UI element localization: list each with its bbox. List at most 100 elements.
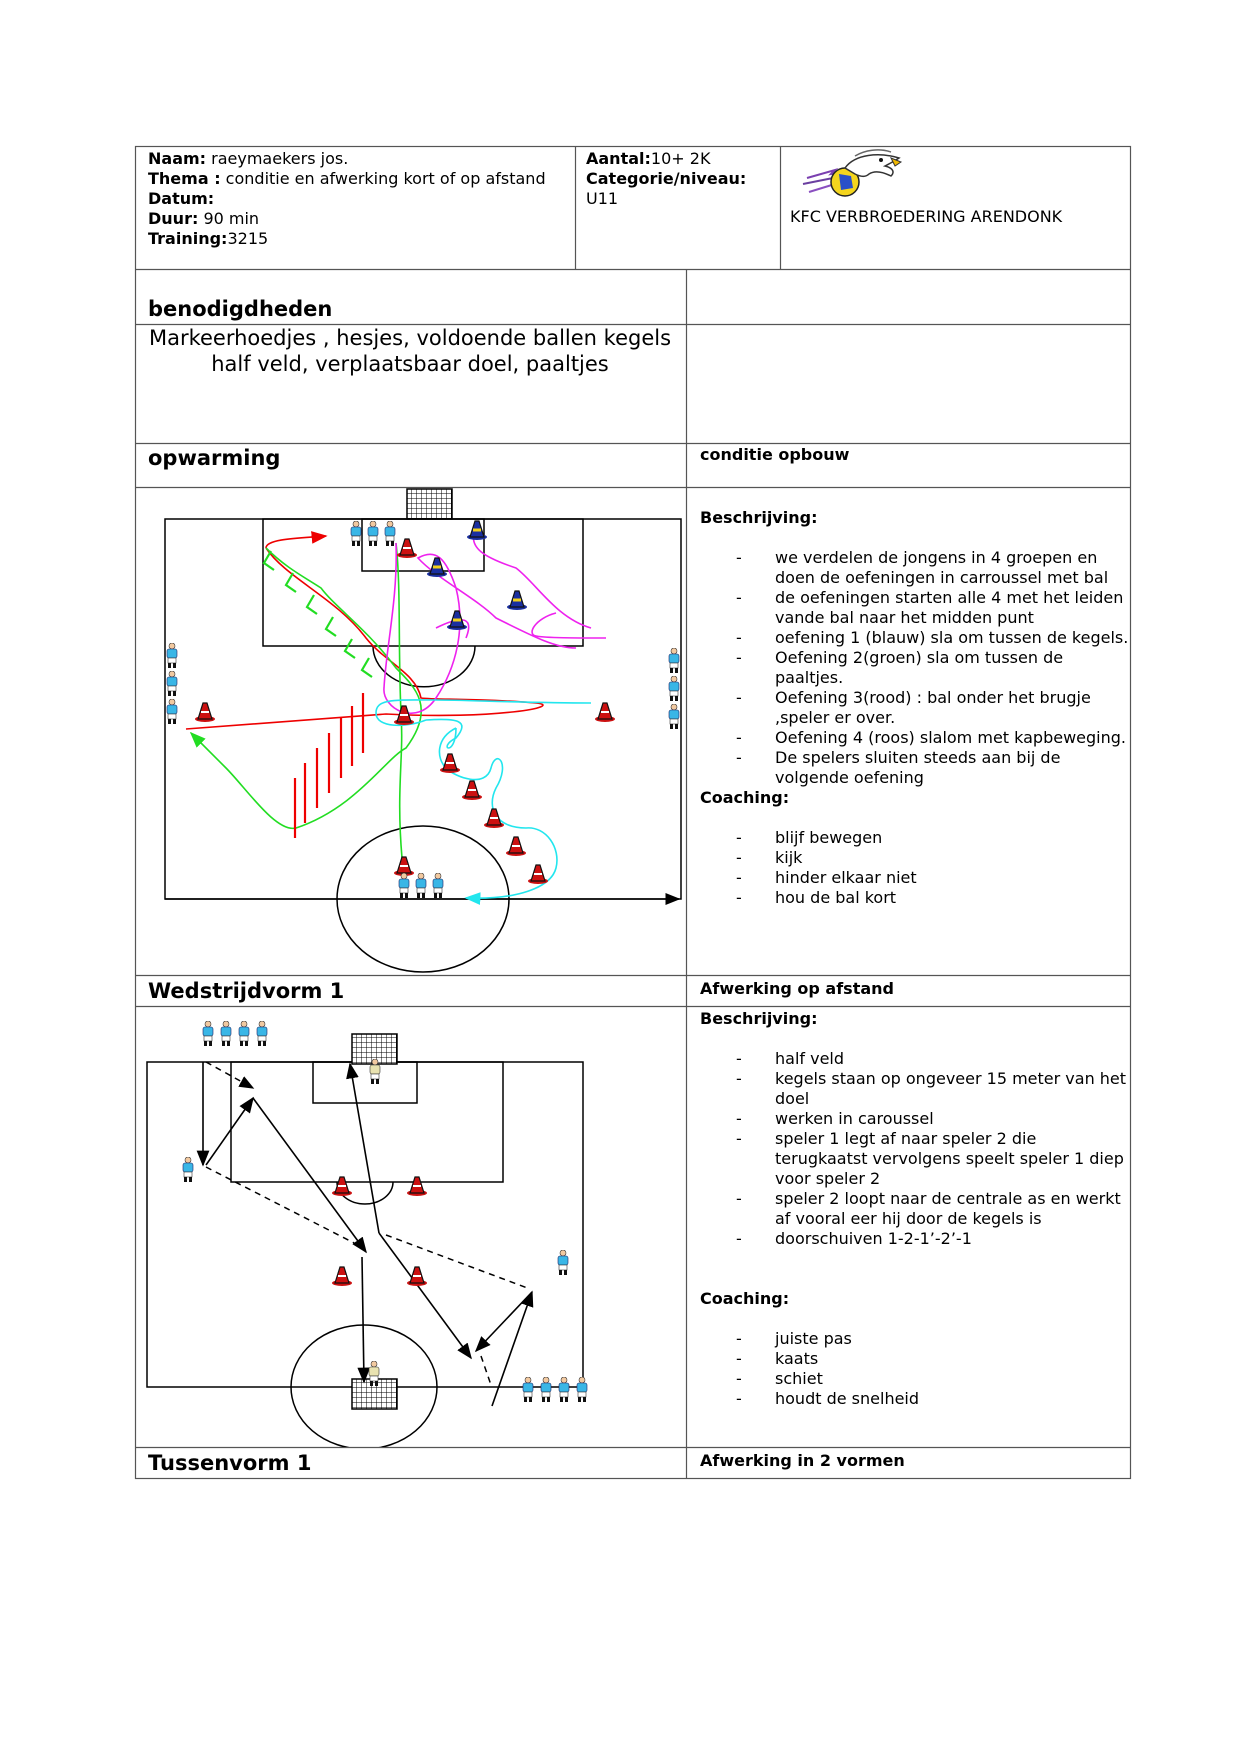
cone-icon	[461, 780, 483, 800]
wedstrijdvorm-items: half veld kegels staan op ongeveer 15 me…	[700, 1049, 1130, 1249]
goal-icon	[351, 1378, 398, 1410]
opwarming-beschrijving-label: Beschrijving:	[700, 508, 818, 527]
aantal-label: Aantal:	[586, 149, 651, 168]
player-icon	[432, 873, 444, 899]
player-icon	[367, 521, 379, 547]
cone-icon	[406, 1266, 428, 1286]
wedstrijdvorm-subtitle: Afwerking op afstand	[700, 979, 894, 998]
opwarming-coaching-label: Coaching:	[700, 788, 790, 807]
cone-icon	[331, 1266, 353, 1286]
wedstrijdvorm-beschrijving-label: Beschrijving:	[700, 1009, 818, 1028]
player-icon	[668, 704, 680, 730]
goal-icon	[406, 488, 453, 520]
player-icon	[202, 1021, 214, 1047]
list-item: oefening 1 (blauw) sla om tussen de kege…	[700, 628, 1130, 648]
list-item: half veld	[700, 1049, 1130, 1069]
benodigdheden-list: Markeerhoedjes , hesjes, voldoende balle…	[140, 325, 680, 377]
list-item: speler 1 legt af naar speler 2 die terug…	[700, 1129, 1130, 1189]
list-item: houdt de snelheid	[700, 1389, 1130, 1409]
list-item: De spelers sluiten steeds aan bij de vol…	[700, 748, 1130, 788]
list-item: hou de bal kort	[700, 888, 1130, 908]
list-item: doorschuiven 1-2-1’-2’-1	[700, 1229, 1130, 1249]
list-item: we verdelen de jongens in 4 groepen en d…	[700, 548, 1130, 588]
player-icon	[256, 1021, 268, 1047]
field-lines	[164, 518, 682, 973]
wedstrijdvorm-title: Wedstrijdvorm 1	[148, 979, 345, 1003]
benodigdheden-line-1: Markeerhoedjes , hesjes, voldoende balle…	[148, 326, 672, 350]
player-icon	[668, 648, 680, 674]
list-item: de oefeningen starten alle 4 met het lei…	[700, 588, 1130, 628]
list-item: kaats	[700, 1349, 1130, 1369]
poles-icon	[262, 550, 373, 678]
player-icon	[557, 1250, 569, 1276]
cone-icon	[506, 589, 528, 610]
wedstrijdvorm-diagram	[146, 1021, 588, 1447]
opwarming-items: we verdelen de jongens in 4 groepen en d…	[700, 548, 1130, 788]
benodigdheden-title: benodigdheden	[148, 297, 333, 321]
player-icon	[558, 1377, 570, 1403]
player-icon	[415, 873, 427, 899]
player-icon	[350, 521, 362, 547]
cone-icon	[426, 556, 448, 577]
players	[182, 1021, 588, 1403]
list-item: Oefening 2(groen) sla om tussen de paalt…	[700, 648, 1130, 688]
opwarming-coaching-items: blijf bewegen kijk hinder elkaar niet ho…	[700, 828, 1130, 908]
thema-label: Thema :	[148, 169, 221, 188]
wedstrijdvorm-coaching-items: juiste pas kaats schiet houdt de snelhei…	[700, 1329, 1130, 1409]
club-name: KFC VERBROEDERING ARENDONK	[790, 207, 1063, 226]
list-item: kegels staan op ongeveer 15 meter van he…	[700, 1069, 1130, 1109]
cone-icon	[396, 538, 418, 558]
list-item: kijk	[700, 848, 1130, 868]
wedstrijdvorm-description: Beschrijving: half veld kegels staan op …	[700, 1009, 1130, 1409]
header-info: Naam: raeymaekers jos. Thema : conditie …	[148, 149, 546, 249]
cone-icon	[194, 702, 216, 722]
cone-icon	[594, 702, 616, 722]
player-icon	[166, 643, 178, 669]
eagle-logo-icon	[802, 149, 903, 197]
opwarming-title: opwarming	[148, 446, 281, 470]
cone-icon	[406, 1176, 428, 1196]
categorie-label: Categorie/niveau:	[586, 169, 747, 188]
player-icon	[668, 676, 680, 702]
tussenvorm-subtitle: Afwerking in 2 vormen	[700, 1451, 905, 1470]
list-item: schiet	[700, 1369, 1130, 1389]
training-value: 3215	[227, 229, 269, 248]
duur-value: 90 min	[198, 209, 260, 228]
player-icon	[182, 1157, 194, 1183]
cone-icon	[505, 836, 527, 856]
exercise-paths	[185, 527, 607, 905]
player-icon	[220, 1021, 232, 1047]
duur-label: Duur:	[148, 209, 199, 228]
club-logo	[802, 149, 903, 197]
opwarming-diagram	[164, 488, 682, 973]
header-group: Aantal:10+ 2K Categorie/niveau: U11	[586, 149, 746, 209]
player-icon	[540, 1377, 552, 1403]
run-arrows	[205, 1061, 531, 1386]
list-item: blijf bewegen	[700, 828, 1130, 848]
player-icon	[522, 1377, 534, 1403]
tussenvorm-title: Tussenvorm 1	[148, 1451, 312, 1475]
benodigdheden-line-2: half veld, verplaatsbaar doel, paaltjes	[211, 352, 609, 376]
list-item: speler 2 loopt naar de centrale as en we…	[700, 1189, 1130, 1229]
training-label: Training:	[148, 229, 228, 248]
cone-icon	[483, 808, 505, 828]
player-icon	[238, 1021, 250, 1047]
list-item: Oefening 3(rood) : bal onder het brugje …	[700, 688, 1130, 728]
cone-icon	[527, 864, 549, 884]
opwarming-subtitle: conditie opbouw	[700, 445, 850, 464]
pass-arrows	[196, 1062, 534, 1407]
player-icon	[398, 873, 410, 899]
wedstrijdvorm-coaching-label: Coaching:	[700, 1289, 790, 1308]
naam-label: Naam:	[148, 149, 207, 168]
player-icon	[166, 671, 178, 697]
player-icon	[166, 699, 178, 725]
list-item: hinder elkaar niet	[700, 868, 1130, 888]
player-icon	[576, 1377, 588, 1403]
thema-value: conditie en afwerking kort of op afstand	[220, 169, 546, 188]
datum-label: Datum:	[148, 189, 215, 208]
naam-value: raeymaekers jos.	[206, 149, 349, 168]
opwarming-description: Beschrijving: we verdelen de jongens in …	[700, 508, 1130, 908]
categorie-value: U11	[586, 189, 619, 208]
